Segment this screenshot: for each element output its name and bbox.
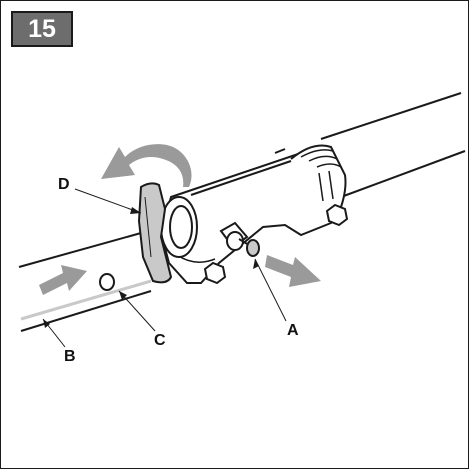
counterclockwise-rotate-arrow-icon bbox=[101, 144, 192, 187]
callout-leaders bbox=[42, 188, 287, 348]
tube-hole-c bbox=[99, 273, 115, 291]
callout-label-c: C bbox=[154, 332, 166, 349]
callout-label-b: B bbox=[64, 348, 76, 365]
spring-pin-a bbox=[219, 221, 260, 257]
callout-label-d: D bbox=[58, 176, 70, 193]
clamp-ring bbox=[160, 196, 198, 258]
right-pull-arrow-icon bbox=[265, 255, 321, 287]
right-push-arrow-icon bbox=[39, 265, 87, 295]
coupler-housing bbox=[159, 144, 349, 285]
callout-label-a: A bbox=[287, 322, 299, 339]
upper-tube bbox=[320, 92, 466, 198]
wing-knob-d bbox=[137, 182, 173, 284]
step-number-badge: 15 bbox=[11, 11, 73, 47]
lower-tube bbox=[18, 232, 152, 332]
